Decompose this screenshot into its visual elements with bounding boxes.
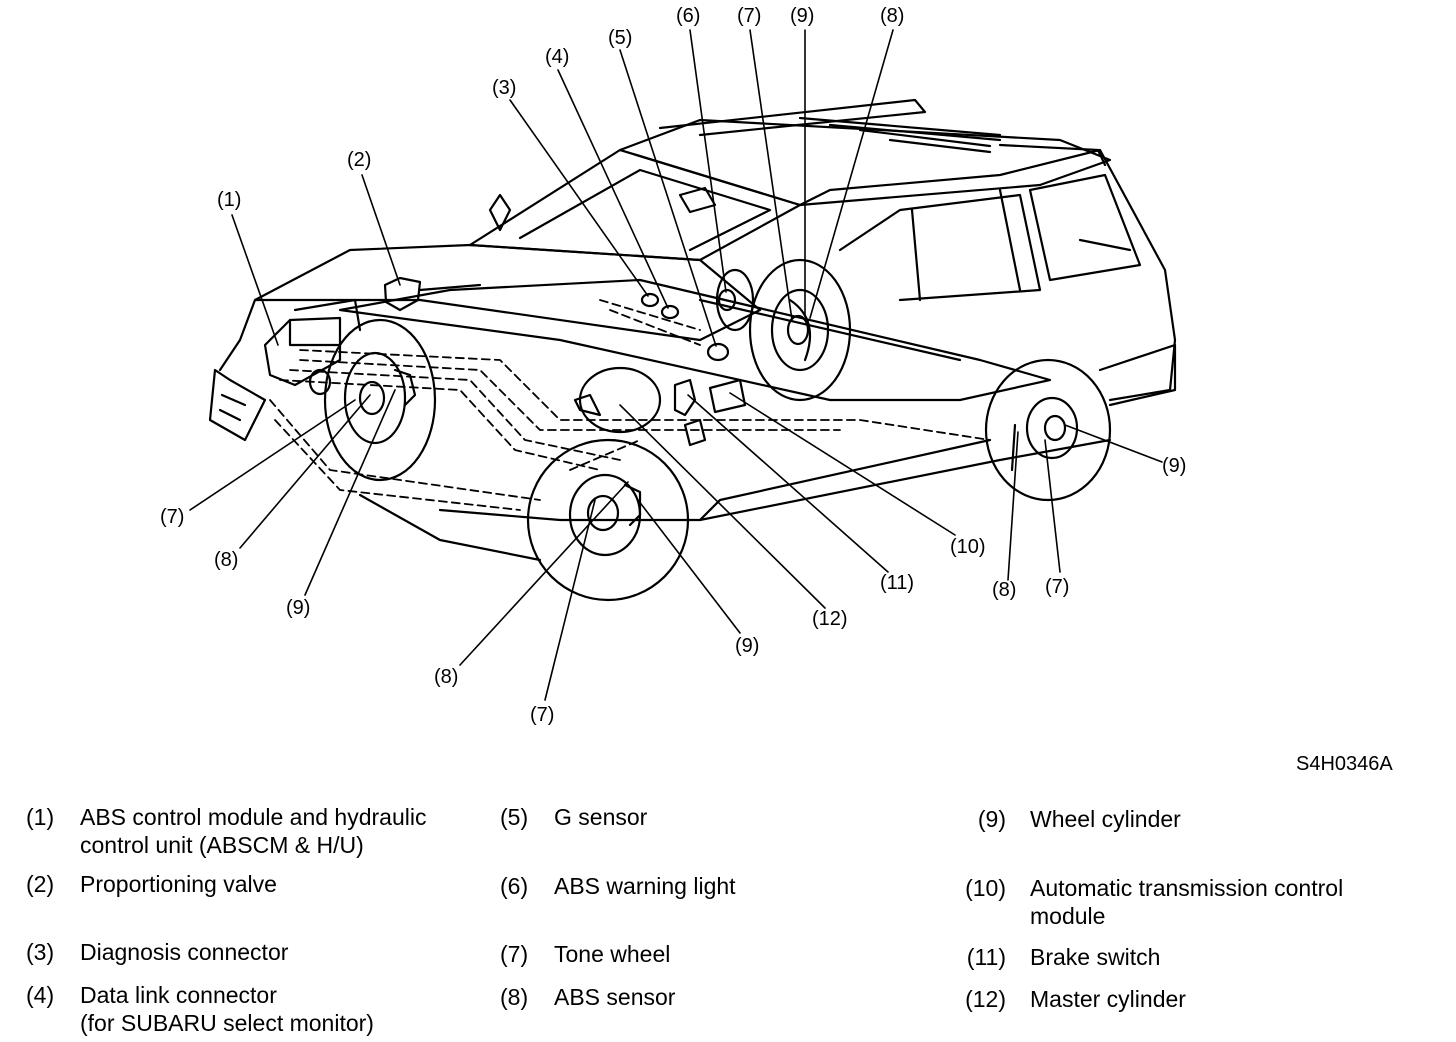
rear-left-wheel [715,258,852,402]
callout-11: (11) [880,572,915,594]
callout-10: (10) [950,536,986,558]
callout-1: (1) [217,189,242,211]
rear-right-wheel [984,358,1112,502]
legend-label: Master cylinder [1030,986,1186,1012]
legend-number: (2) [26,871,55,897]
callout-6: (6) [676,5,701,27]
legend-label: Automatic transmission control module [1030,875,1344,929]
callout-4: (4) [545,46,570,68]
legend-number: (9) [977,806,1006,832]
legend-label: Brake switch [1030,944,1161,970]
callout-9-top: (9) [790,5,815,27]
callout-5: (5) [608,27,633,49]
legend-number: (11) [966,944,1006,970]
figure-code: S4H0346A [1296,753,1393,775]
abs-components [263,186,747,447]
legend-number: (5) [500,804,529,830]
legend-number: (12) [965,986,1006,1012]
leader-lines [189,29,1163,701]
legend-label: Data link connector (for SUBARU select m… [80,982,374,1036]
legend-number: (3) [26,939,55,965]
callout-7-bottom: (7) [530,704,555,726]
legend-label: ABS control module and hydraulic control… [80,804,427,858]
legend-number: (6) [500,873,529,899]
callout-3: (3) [492,77,517,99]
legend-label: Proportioning valve [80,871,277,897]
callout-9-mid: (9) [735,635,760,657]
legend-label: ABS sensor [554,984,676,1010]
callout-8-bottom: (8) [434,666,459,688]
callout-8-rear: (8) [992,579,1017,601]
callout-8-top: (8) [880,5,905,27]
legend-number: (7) [500,941,529,967]
legend-number: (8) [500,984,529,1010]
legend-number: (4) [26,982,55,1008]
callout-12: (12) [812,608,848,630]
callout-9-rear: (9) [1162,455,1187,477]
callout-7-left: (7) [160,506,185,528]
callout-7-top: (7) [737,5,762,27]
callout-8-left: (8) [214,549,239,571]
front-right-wheel [526,438,690,602]
legend-label: Diagnosis connector [80,939,289,965]
vehicle-body [208,98,1177,562]
callout-9-left: (9) [286,597,311,619]
legend-label: ABS warning light [554,873,736,899]
legend-number: (1) [26,804,55,830]
brake-lines [269,299,991,511]
legend-label: Wheel cylinder [1030,806,1181,832]
vehicle-abs-illustration [189,29,1177,701]
callout-2: (2) [347,149,372,171]
legend-label: G sensor [554,804,648,830]
legend-label: Tone wheel [554,941,671,967]
callout-7-rear: (7) [1045,576,1070,598]
legend-number: (10) [965,875,1006,901]
